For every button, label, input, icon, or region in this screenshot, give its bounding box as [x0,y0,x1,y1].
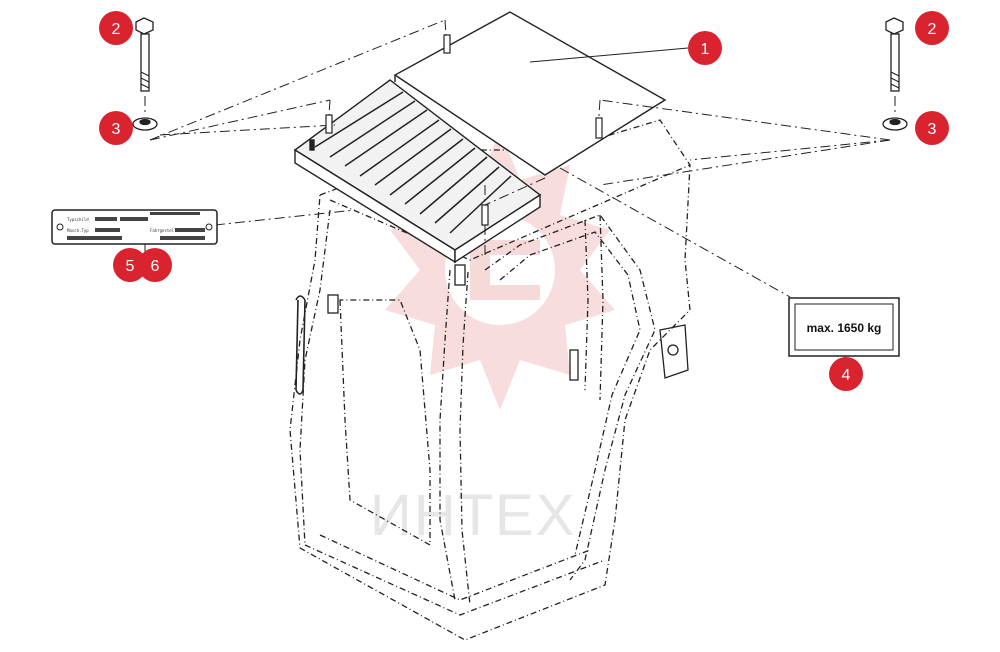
svg-text:2: 2 [928,21,937,38]
cab-roof-outline [289,119,691,641]
callout-5: 5 [113,248,147,282]
bolt-right [885,17,904,92]
svg-text:1: 1 [701,41,710,58]
callout-3-left: 3 [99,111,133,145]
washer-right [882,117,908,131]
svg-text:3: 3 [112,121,121,138]
type-plate-line-2: Masch.Typ [67,228,89,233]
svg-text:3: 3 [928,121,937,138]
bolt-left [135,17,154,92]
callout-6: 6 [138,248,172,282]
callout-3-right: 3 [915,111,949,145]
cab-drawing [289,119,691,641]
callout-2-right: 2 [915,11,949,45]
svg-text:2: 2 [112,21,121,38]
callout-2-left: 2 [99,11,133,45]
svg-text:4: 4 [842,367,851,384]
callout-1: 1 [688,31,722,65]
svg-text:6: 6 [151,258,160,275]
svg-text:5: 5 [126,258,135,275]
watermark-text: ИНТЕХ [370,483,576,548]
load-label-text: max. 1650 kg [807,321,882,335]
type-plate: Typschild Masch.Typ Fahrgestell [51,209,218,245]
type-plate-line-1: Typschild [67,217,89,222]
roof-guard-grille [293,79,542,264]
callout-4: 4 [829,357,863,391]
mount-pins [325,34,603,226]
washer-left [132,117,158,131]
load-label: max. 1650 kg [788,297,900,357]
callout-leader-1 [529,47,689,63]
callouts: 1 2 2 3 3 4 5 6 [99,11,949,391]
type-plate-line-3: Fahrgestell [150,228,177,233]
